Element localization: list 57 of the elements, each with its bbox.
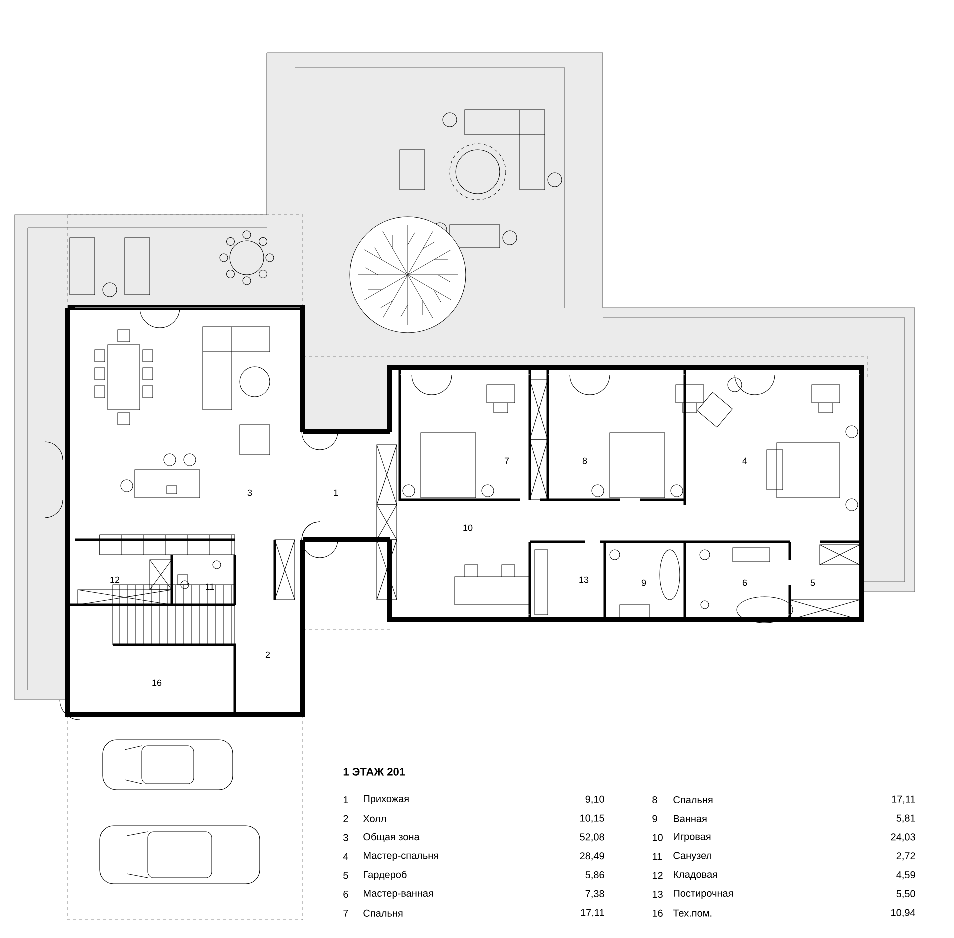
area-value: 24,03 <box>891 834 916 842</box>
room-number: 16 <box>152 680 162 686</box>
area-value: 5,50 <box>896 890 916 899</box>
row-number: 5 <box>344 872 348 880</box>
area-value: 10,15 <box>580 814 604 824</box>
room-name: Ванная <box>674 815 707 822</box>
room-name: Гардероб <box>364 870 407 880</box>
room-number: 5 <box>810 580 816 586</box>
area-value: 2,72 <box>896 852 916 861</box>
room-number: 4 <box>742 458 748 464</box>
row-number: 11 <box>652 853 662 860</box>
row-number: 10 <box>652 834 663 842</box>
room-number: 10 <box>464 524 473 532</box>
room-number: 2 <box>266 652 270 658</box>
row-number: 7 <box>344 910 348 917</box>
area-value: 28,49 <box>580 852 604 861</box>
room-number: 9 <box>642 580 646 586</box>
row-number: 3 <box>344 834 348 842</box>
room-number: 6 <box>742 580 748 586</box>
room-number: 1 <box>334 490 338 496</box>
room-number: 8 <box>582 458 588 464</box>
room-name: Тех.пом. <box>673 910 712 917</box>
room-name: Санузел <box>674 852 712 862</box>
area-value: 7,38 <box>586 890 604 899</box>
room-name: Общая зона <box>364 833 420 842</box>
area-value: 10,94 <box>892 909 916 918</box>
room-name: Мастер-спальня <box>364 852 438 862</box>
row-number: 4 <box>343 853 348 860</box>
room-name: Игровая <box>674 833 711 842</box>
area-value: 52,08 <box>580 834 604 842</box>
room-name: Кладовая <box>674 871 718 880</box>
room-name: Постирочная <box>674 890 734 899</box>
room-number: 7 <box>504 458 510 464</box>
area-value: 4,59 <box>896 871 916 880</box>
room-number: 13 <box>580 576 589 584</box>
room-name: Прихожая <box>364 796 409 804</box>
room-number: 11 <box>206 584 214 590</box>
area-value: 5,81 <box>896 814 916 824</box>
area-value: 17,11 <box>892 796 916 804</box>
row-number: 9 <box>652 815 658 822</box>
row-number: 2 <box>344 815 348 822</box>
room-number: 12 <box>110 576 120 584</box>
table-title: 1 ЭТАЖ 201 <box>344 768 406 776</box>
room-name: Мастер-ванная <box>364 890 434 899</box>
row-number: 13 <box>652 890 663 898</box>
row-number: 6 <box>344 890 348 898</box>
area-value: 17,11 <box>581 909 604 918</box>
row-number: 1 <box>344 796 348 804</box>
room-number: 3 <box>248 490 252 496</box>
area-value: 5,86 <box>586 871 604 880</box>
room-name: Спальня <box>364 910 403 917</box>
room-name: Спальня <box>674 796 713 804</box>
row-number: 12 <box>652 872 663 880</box>
row-number: 8 <box>652 796 658 804</box>
area-value: 9,10 <box>586 796 604 804</box>
row-number: 16 <box>652 910 663 917</box>
room-name: Холл <box>363 815 386 822</box>
